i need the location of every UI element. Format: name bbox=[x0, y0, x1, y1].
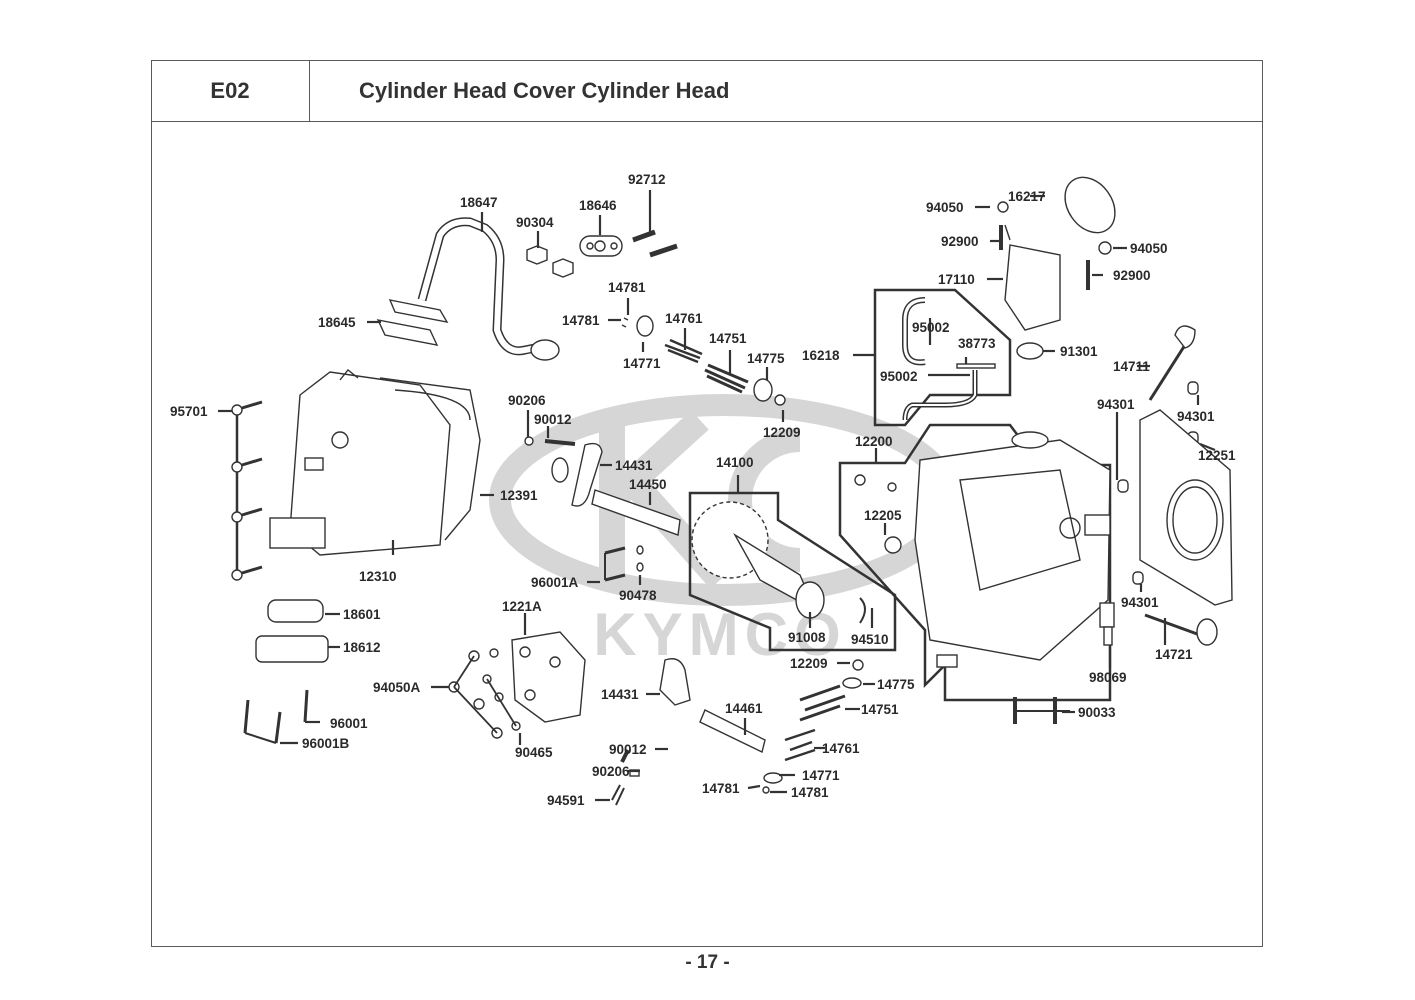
breather-pipe-part bbox=[376, 217, 560, 361]
part-label[interactable]: 14751 bbox=[709, 331, 747, 346]
part-label[interactable]: 94050A bbox=[373, 680, 421, 695]
section-code: E02 bbox=[151, 60, 310, 122]
part-label[interactable]: 12251 bbox=[1198, 448, 1236, 463]
stud-90033-part bbox=[1013, 697, 1070, 724]
part-label[interactable]: 91301 bbox=[1060, 344, 1098, 359]
part-label[interactable]: 12205 bbox=[864, 508, 902, 523]
part-label[interactable]: 14781 bbox=[702, 781, 740, 796]
part-label[interactable]: 91008 bbox=[788, 630, 826, 645]
rocker-arm-upper-part bbox=[524, 436, 681, 536]
part-label[interactable]: 98069 bbox=[1089, 670, 1127, 685]
part-label[interactable]: 90478 bbox=[619, 588, 657, 603]
part-label[interactable]: 94591 bbox=[547, 793, 585, 808]
part-label[interactable]: 14771 bbox=[623, 356, 661, 371]
header-row: E02 Cylinder Head Cover Cylinder Head bbox=[151, 60, 1263, 122]
part-label[interactable]: 14711 bbox=[1113, 359, 1150, 374]
part-label[interactable]: 1221A bbox=[502, 599, 542, 614]
cam-holder-part bbox=[511, 631, 586, 723]
part-label[interactable]: 14450 bbox=[629, 477, 667, 492]
part-label[interactable]: 95002 bbox=[912, 320, 950, 335]
part-label[interactable]: 18601 bbox=[343, 607, 381, 622]
intake-pipe-part bbox=[997, 176, 1116, 360]
valve-spring-lower-set bbox=[762, 659, 864, 794]
part-label[interactable]: 90206 bbox=[508, 393, 546, 408]
part-label[interactable]: 18647 bbox=[460, 195, 498, 210]
part-label[interactable]: 92900 bbox=[941, 234, 979, 249]
nut-90304-part bbox=[526, 245, 574, 278]
part-label[interactable]: 14461 bbox=[725, 701, 763, 716]
part-label[interactable]: 96001A bbox=[531, 575, 579, 590]
part-label[interactable]: 14100 bbox=[716, 455, 754, 470]
part-label[interactable]: 94301 bbox=[1121, 595, 1159, 610]
part-label[interactable]: 18645 bbox=[318, 315, 356, 330]
part-label[interactable]: 12391 bbox=[500, 488, 538, 503]
intake-valve-part bbox=[1148, 325, 1196, 401]
part-label[interactable]: 14775 bbox=[747, 351, 785, 366]
hose-assy-part bbox=[873, 288, 1012, 427]
page-frame bbox=[151, 60, 1263, 947]
part-label[interactable]: 94510 bbox=[851, 632, 889, 647]
stud-92712-part bbox=[632, 229, 678, 258]
part-label[interactable]: 92900 bbox=[1113, 268, 1151, 283]
part-label[interactable]: 14431 bbox=[601, 687, 639, 702]
cylinder-head-cover-part bbox=[269, 369, 481, 556]
page-number: - 17 - bbox=[685, 952, 730, 973]
part-label[interactable]: 18612 bbox=[343, 640, 381, 655]
part-label[interactable]: 90465 bbox=[515, 745, 553, 760]
part-label[interactable]: 90012 bbox=[534, 412, 572, 427]
page-title: Cylinder Head Cover Cylinder Head bbox=[359, 78, 730, 103]
part-label[interactable]: 14761 bbox=[822, 741, 860, 756]
part-label[interactable]: 14761 bbox=[665, 311, 703, 326]
part-label[interactable]: 14431 bbox=[615, 458, 653, 473]
part-label[interactable]: 17110 bbox=[938, 272, 975, 287]
nut-94050a-set bbox=[448, 648, 521, 739]
part-label[interactable]: 12200 bbox=[855, 434, 893, 449]
head-gasket-part bbox=[1139, 409, 1233, 606]
header-divider bbox=[151, 121, 1263, 122]
exhaust-valve-part bbox=[1144, 613, 1218, 646]
part-label[interactable]: 14721 bbox=[1155, 647, 1193, 662]
reed-valve-parts bbox=[255, 599, 329, 663]
part-label[interactable]: 16217 bbox=[1008, 189, 1046, 204]
part-label[interactable]: 38773 bbox=[958, 336, 996, 351]
part-label[interactable]: 96001 bbox=[330, 716, 368, 731]
part-label[interactable]: 94050 bbox=[926, 200, 964, 215]
bolt-95701-set bbox=[231, 400, 263, 581]
part-label[interactable]: 14781 bbox=[562, 313, 600, 328]
part-label[interactable]: 14771 bbox=[802, 768, 840, 783]
rocker-arm-lower-part bbox=[611, 658, 766, 806]
part-label[interactable]: 90206 bbox=[592, 764, 630, 779]
leader-lines bbox=[218, 190, 1216, 802]
valve-spring-upper-set bbox=[621, 315, 786, 406]
part-label[interactable]: 14781 bbox=[791, 785, 829, 800]
part-label[interactable]: 12209 bbox=[790, 656, 828, 671]
part-label[interactable]: 12310 bbox=[359, 569, 397, 584]
part-label[interactable]: 90012 bbox=[609, 742, 647, 757]
camshaft-assy-part bbox=[688, 491, 897, 652]
bolt-96001-set bbox=[243, 689, 309, 744]
gasket-18646-part bbox=[579, 235, 623, 257]
part-label[interactable]: 94301 bbox=[1097, 397, 1135, 412]
spark-plug-part bbox=[1099, 602, 1115, 646]
part-label[interactable]: 95002 bbox=[880, 369, 918, 384]
bolt-96001a-part bbox=[604, 545, 644, 582]
part-label[interactable]: 14775 bbox=[877, 677, 915, 692]
part-label[interactable]: 90304 bbox=[516, 215, 554, 230]
part-label[interactable]: 14781 bbox=[608, 280, 646, 295]
part-label[interactable]: 95701 bbox=[170, 404, 208, 419]
part-label[interactable]: 12209 bbox=[763, 425, 801, 440]
part-label[interactable]: 94050 bbox=[1130, 241, 1168, 256]
part-label[interactable]: 90033 bbox=[1078, 705, 1116, 720]
part-label[interactable]: 16218 bbox=[802, 348, 840, 363]
part-label[interactable]: 92712 bbox=[628, 172, 666, 187]
part-label[interactable]: 14751 bbox=[861, 702, 899, 717]
part-label[interactable]: 18646 bbox=[579, 198, 617, 213]
part-label[interactable]: 94301 bbox=[1177, 409, 1215, 424]
cylinder-head-part bbox=[838, 423, 1112, 702]
part-label[interactable]: 96001B bbox=[302, 736, 350, 751]
